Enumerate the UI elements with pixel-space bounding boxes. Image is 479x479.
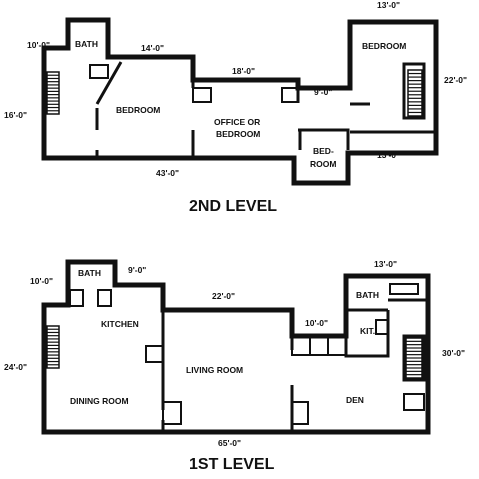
upper-level-title: 2ND LEVEL xyxy=(189,198,277,215)
lower-dim-mid-width: 10'-0" xyxy=(305,318,328,328)
lower-room-den: DEN xyxy=(346,395,364,405)
stair-outline xyxy=(407,69,423,117)
lower-dim-living-width: 22'-0" xyxy=(212,291,235,301)
lower-kitchen-fixture xyxy=(145,345,164,363)
lower-kit-fixture xyxy=(375,319,389,335)
lower-room-kit: KIT. xyxy=(360,326,375,336)
lower-room-living: LIVING ROOM xyxy=(186,365,243,375)
lower-outer-wall xyxy=(41,259,431,435)
stair-outline xyxy=(46,71,60,115)
lower-stairs-right xyxy=(405,337,423,379)
upper-stairs-left xyxy=(46,71,60,115)
upper-dim-bedroom-width: 14'-0" xyxy=(141,43,164,53)
lower-room-kitchen: KITCHEN xyxy=(101,319,139,329)
lower-den-fixture-1 xyxy=(291,401,309,425)
upper-closet-fixture-2 xyxy=(281,87,299,103)
upper-room-bedroom-right: BEDROOM xyxy=(362,41,406,51)
upper-dim-bath-width: 10'-0" xyxy=(27,40,50,50)
lower-level: BATH KITCHEN LIVING ROOM DINING ROOM BAT… xyxy=(4,259,465,473)
upper-room-small-line2: ROOM xyxy=(310,159,336,169)
lower-dim-total-width: 65'-0" xyxy=(218,438,241,448)
lower-room-dining: DINING ROOM xyxy=(70,396,129,406)
upper-room-small-line1: BED- xyxy=(313,146,334,156)
upper-dim-right-depth: 22'-0" xyxy=(444,75,467,85)
upper-dim-hall-width: 9'-0" xyxy=(314,87,332,97)
upper-dim-office-width: 18'-0" xyxy=(232,66,255,76)
lower-dining-fixture xyxy=(162,401,182,425)
lower-dim-kitchen-width: 9'-0" xyxy=(128,265,146,275)
upper-dim-lower-right-width: 13'-0" xyxy=(377,150,400,160)
lower-den-fixture-2 xyxy=(403,393,425,411)
lower-bath-fixture-1 xyxy=(69,289,84,307)
lower-dim-left-depth: 24'-0" xyxy=(4,362,27,372)
lower-dim-bath-width: 10'-0" xyxy=(30,276,53,286)
upper-level: BATH BEDROOM OFFICE OR BEDROOM BEDROOM B… xyxy=(4,0,467,215)
upper-closet-fixture-1 xyxy=(192,87,212,103)
upper-bath-fixture xyxy=(89,64,109,79)
upper-room-bath: BATH xyxy=(75,39,98,49)
stair-outline xyxy=(46,325,60,369)
lower-room-bath-left: BATH xyxy=(78,268,101,278)
lower-room-bath-right: BATH xyxy=(356,290,379,300)
upper-dim-left-depth: 16'-0" xyxy=(4,110,27,120)
upper-room-office-line1: OFFICE OR xyxy=(214,117,260,127)
lower-dim-right-width: 13'-0" xyxy=(374,259,397,269)
upper-room-office-line2: BEDROOM xyxy=(216,129,260,139)
upper-room-bedroom-left: BEDROOM xyxy=(116,105,160,115)
lower-bath-fixture-2 xyxy=(97,289,112,307)
upper-outer-wall xyxy=(41,17,439,186)
upper-dim-lower-width: 43'-0" xyxy=(156,168,179,178)
lower-bath-right-fixture xyxy=(389,283,419,295)
lower-counter xyxy=(291,336,347,356)
lower-dim-right-depth: 30'-0" xyxy=(442,348,465,358)
lower-stairs-left xyxy=(46,325,60,369)
upper-stairs-right xyxy=(407,69,423,117)
lower-level-title: 1ST LEVEL xyxy=(189,456,275,473)
upper-dim-right-bedroom-width: 13'-0" xyxy=(377,0,400,10)
